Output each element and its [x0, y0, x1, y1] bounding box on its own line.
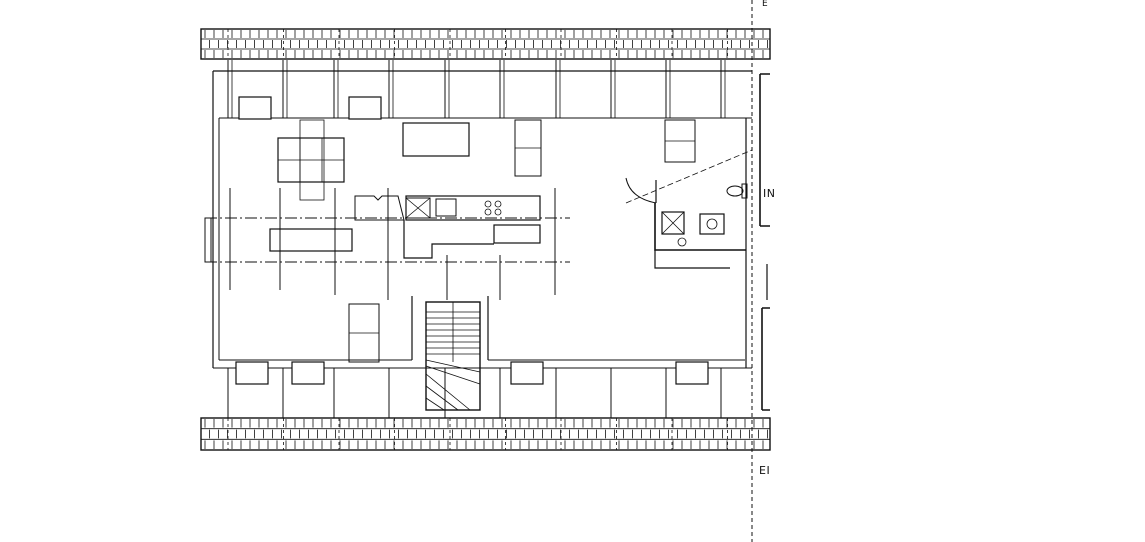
neighbor-wall-top: [759, 73, 770, 227]
table-dash: [299, 119, 325, 201]
counter: [405, 195, 541, 221]
side-label: IN: [763, 187, 776, 200]
neighbor-wall-bottom: [761, 307, 770, 411]
toilet: [726, 185, 744, 197]
top-corner-label: E: [762, 0, 769, 9]
hob-burner: [484, 208, 492, 216]
roof-tiles-top: [200, 28, 771, 60]
stair-walls: [411, 296, 489, 360]
knee-wall-left: [213, 118, 752, 369]
bathroom: [625, 177, 748, 269]
axis-lines: [205, 149, 753, 300]
neighbor-unit: [759, 73, 770, 411]
double-sink: [435, 198, 457, 217]
dormer-box: [235, 361, 269, 385]
left-window-jamb: [204, 217, 212, 263]
kitchen: [403, 195, 541, 259]
winder-treads: [425, 359, 481, 411]
sink-x: [405, 197, 431, 219]
kitchen-wall: [403, 220, 494, 259]
furniture: [269, 119, 696, 363]
hob-burner: [494, 200, 502, 208]
hob-burner: [484, 200, 492, 208]
diagonal-line: [625, 149, 753, 204]
wash-basin: [699, 213, 725, 235]
rafters: [227, 29, 728, 450]
dormer-box: [291, 361, 325, 385]
toilet-cistern: [741, 183, 748, 199]
shower-x: [661, 211, 685, 235]
dormer-box: [348, 96, 382, 120]
dormer-box: [510, 361, 544, 385]
island: [493, 224, 541, 244]
dormer-box: [675, 361, 709, 385]
hob-burner: [494, 208, 502, 216]
roof-tiles-bottom: [200, 417, 771, 451]
dormer-box: [238, 96, 272, 120]
basin-bowl: [706, 218, 718, 230]
sink-cabinet: [405, 197, 431, 219]
tile-band-outline: [200, 28, 771, 60]
bath-lower-wall: [654, 250, 730, 269]
skylight-box: [402, 122, 470, 157]
tile-band-outline: [200, 417, 771, 451]
bottom-corner-label: EI: [759, 464, 771, 477]
sofa: [269, 228, 353, 252]
staircase: [411, 296, 489, 411]
drain: [677, 237, 687, 247]
shower-tray: [661, 211, 685, 235]
outer-wall-line: [212, 70, 752, 368]
door-swing: [625, 177, 657, 204]
armchair: [354, 195, 405, 221]
walls: [204, 0, 753, 542]
